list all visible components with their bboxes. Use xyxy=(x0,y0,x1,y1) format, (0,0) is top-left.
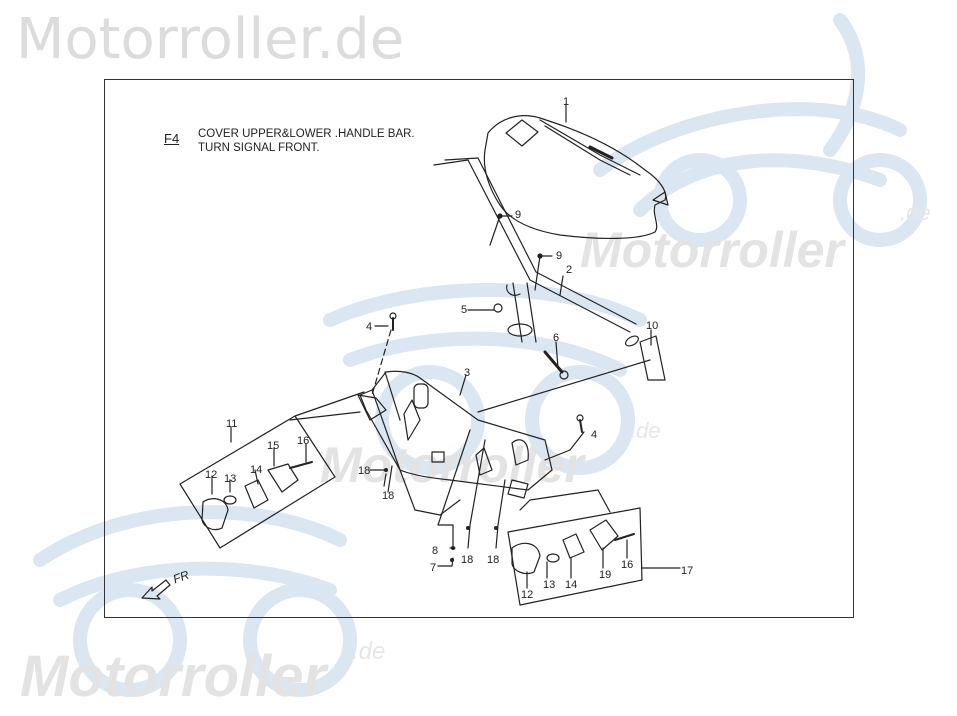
screw-4b xyxy=(579,419,583,433)
part-label-p9b: 9 xyxy=(556,250,563,262)
part-label-p18a: 18 xyxy=(358,465,371,477)
watermark-mid-right-suffix: .de xyxy=(900,200,931,225)
upper-handlebar-cover-part xyxy=(483,115,669,240)
part-label-p5: 5 xyxy=(461,304,468,316)
part-label-p9a: 9 xyxy=(515,209,522,221)
part-label-p6: 6 xyxy=(553,332,560,344)
part-label-p13b: 13 xyxy=(543,579,556,591)
part-label-p14a: 14 xyxy=(250,464,263,476)
lower-handlebar-cover-part xyxy=(357,370,553,516)
left-lens-12 xyxy=(201,498,229,531)
watermark-bottom-left-suffix: .de xyxy=(352,638,386,665)
left-gasket-14 xyxy=(244,479,269,509)
right-lens-12 xyxy=(511,542,541,575)
part-label-p16b: 16 xyxy=(621,559,634,571)
watermark-mid-right: Motorroller xyxy=(580,222,844,278)
nut-5 xyxy=(493,303,503,313)
right-gasket-14 xyxy=(562,533,585,559)
part-label-p14b: 14 xyxy=(565,579,578,591)
right-housing-19 xyxy=(589,519,619,551)
watermark-top-left: Motorroller.de xyxy=(16,7,405,72)
part-label-p18d: 18 xyxy=(487,554,500,566)
part-label-p16a: 16 xyxy=(297,435,310,447)
part-label-p11: 11 xyxy=(226,418,238,430)
part-label-p18c: 18 xyxy=(461,554,474,566)
watermark-center-suffix: .de xyxy=(630,418,661,443)
diagram-title-line1: COVER UPPER&LOWER .HANDLE BAR. xyxy=(198,128,415,140)
part-label-p10: 10 xyxy=(646,320,659,332)
part-label-p17: 17 xyxy=(681,565,694,577)
part-label-p15: 15 xyxy=(267,440,280,452)
part-label-p8: 8 xyxy=(432,545,439,557)
diagram-frame xyxy=(104,79,854,618)
right-signal-frame xyxy=(507,507,643,606)
part-label-p12b: 12 xyxy=(521,589,534,601)
part-label-p18b: 18 xyxy=(382,490,395,502)
diagram-title-line2: TURN SIGNAL FRONT. xyxy=(198,142,320,154)
part-label-p1: 1 xyxy=(563,96,570,108)
part-label-p13a: 13 xyxy=(224,473,237,485)
watermark-center: Motorroller xyxy=(320,437,584,493)
left-bulb-13 xyxy=(223,495,237,505)
diagram-code: F4 xyxy=(164,131,180,146)
left-housing-15 xyxy=(267,463,299,493)
watermark-bottom-left: Motorroller xyxy=(20,644,327,709)
part-label-p3: 3 xyxy=(464,367,471,379)
part-label-p19: 19 xyxy=(599,569,612,581)
bolt-6 xyxy=(543,350,564,374)
right-bulb-13 xyxy=(546,553,560,563)
front-direction-arrow-icon xyxy=(141,579,171,600)
diagram-title: COVER UPPER&LOWER .HANDLE BAR. TURN SIGN… xyxy=(198,127,415,155)
part-label-p7: 7 xyxy=(430,562,437,574)
handlebar-part xyxy=(433,157,639,347)
part-label-p4a: 4 xyxy=(366,321,373,333)
part-label-p2: 2 xyxy=(566,264,573,276)
part-label-p4b: 4 xyxy=(591,429,598,441)
sticker-part-10 xyxy=(639,335,666,381)
part-label-p12a: 12 xyxy=(205,469,218,481)
